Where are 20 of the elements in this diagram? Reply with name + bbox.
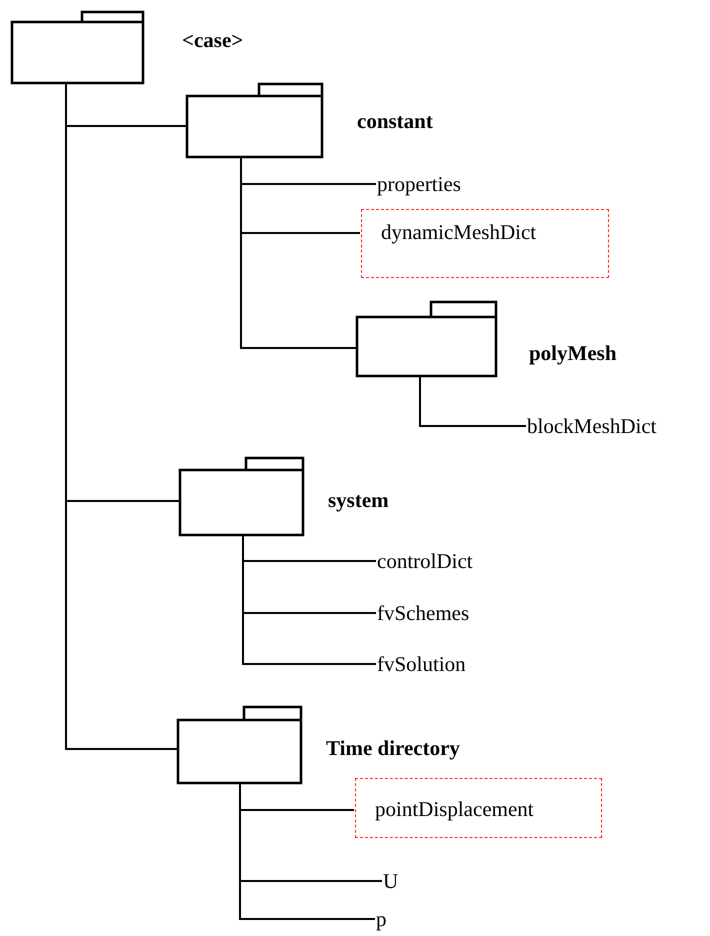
file-name: blockMeshDict (527, 414, 656, 438)
file-name: dynamicMeshDict (381, 220, 536, 244)
file-name: pointDisplacement (375, 797, 534, 821)
folder-name: constant (357, 109, 433, 133)
folder-name: Time directory (326, 736, 460, 760)
file-name: p (376, 907, 386, 931)
connector-line (242, 535, 376, 665)
connector-line (240, 157, 356, 349)
folder-name: system (328, 488, 389, 512)
folder-name: polyMesh (529, 341, 617, 365)
file-name: fvSchemes (377, 601, 470, 625)
highlighted-file-box (361, 209, 609, 278)
folder-name: <case> (182, 28, 244, 52)
connector-line (419, 376, 526, 427)
file-name: controlDict (377, 549, 473, 573)
file-name: properties (377, 172, 461, 196)
file-name: fvSolution (377, 652, 466, 676)
connector-line (239, 783, 375, 920)
file-name: U (383, 869, 398, 893)
highlighted-file-box (355, 778, 602, 838)
